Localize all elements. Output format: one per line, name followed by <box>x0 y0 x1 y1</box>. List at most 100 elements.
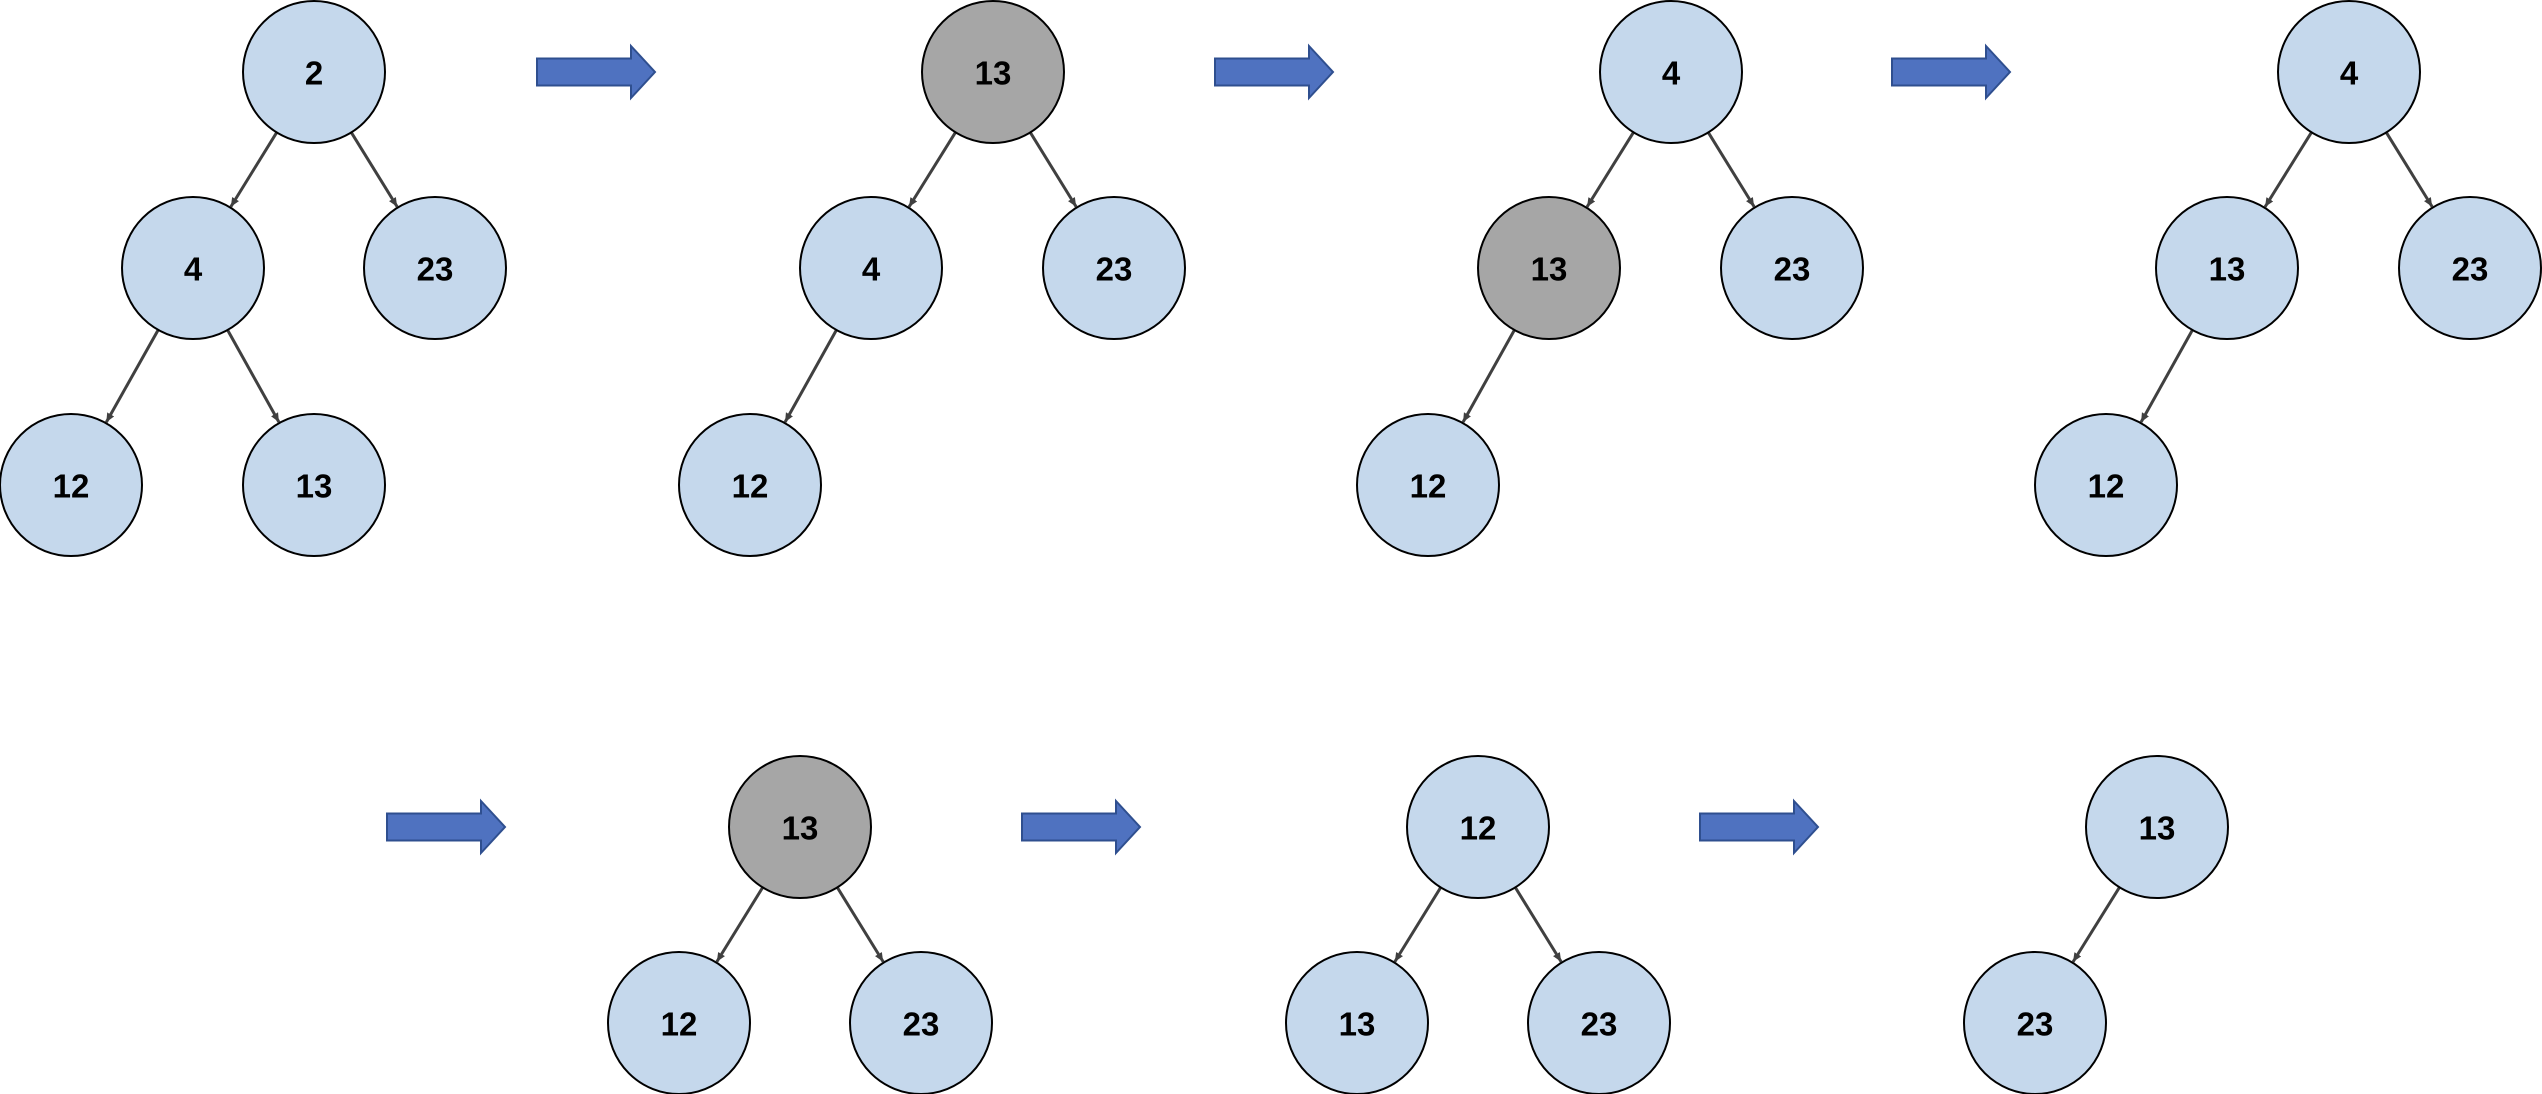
node-circle <box>799 196 943 340</box>
node-circle <box>1527 951 1671 1094</box>
step-arrow-3 <box>1891 43 2012 101</box>
node-circle <box>242 0 386 144</box>
step-arrow-5 <box>1021 798 1142 856</box>
node-label: 23 <box>1581 1006 1618 1043</box>
tree5-node-a: 13 <box>728 755 872 899</box>
tree7-node-b: 23 <box>1963 951 2107 1094</box>
tree5-node-b: 12 <box>607 951 751 1094</box>
node-label: 12 <box>2088 468 2125 505</box>
node-circle <box>1720 196 1864 340</box>
edge-tree6-a-b <box>1393 886 1442 963</box>
node-label: 12 <box>732 468 769 505</box>
edge-tree3-a-c <box>1707 131 1756 208</box>
node-circle <box>2085 755 2229 899</box>
node-label: 23 <box>2452 251 2489 288</box>
node-label: 23 <box>2017 1006 2054 1043</box>
node-circle <box>121 196 265 340</box>
node-circle <box>607 951 751 1094</box>
edge-tree2-a-b <box>907 131 957 208</box>
tree2-node-c: 23 <box>1042 196 1186 340</box>
edge-tree2-b-d <box>783 329 838 423</box>
tree4-node-b: 13 <box>2155 196 2299 340</box>
node-label: 23 <box>903 1006 940 1043</box>
edge-tree2-a-c <box>1029 131 1078 208</box>
tree4-node-c: 23 <box>2398 196 2542 340</box>
node-label: 4 <box>2340 55 2359 92</box>
node-label: 13 <box>2209 251 2246 288</box>
node-label: 13 <box>975 55 1012 92</box>
tree6-node-c: 23 <box>1527 951 1671 1094</box>
edge-tree4-a-c <box>2385 131 2434 208</box>
node-circle <box>2277 0 2421 144</box>
tree6-node-a: 12 <box>1406 755 1550 899</box>
node-circle <box>1599 0 1743 144</box>
edge-tree1-a-b <box>229 131 278 208</box>
step-arrow-6 <box>1699 798 1820 856</box>
node-circle <box>1356 413 1500 557</box>
tree7-node-a: 13 <box>2085 755 2229 899</box>
step-arrow-4 <box>386 798 507 856</box>
node-label: 13 <box>2139 810 2176 847</box>
tree6-node-b: 13 <box>1285 951 1429 1094</box>
edge-tree1-b-e <box>226 329 281 423</box>
edge-tree3-a-b <box>1585 131 1635 208</box>
node-circle <box>1042 196 1186 340</box>
edge-tree4-b-d <box>2139 329 2194 423</box>
edge-tree4-a-b <box>2263 131 2313 208</box>
tree4-node-a: 4 <box>2277 0 2421 144</box>
node-label: 13 <box>1531 251 1568 288</box>
tree3-node-c: 23 <box>1720 196 1864 340</box>
highlighted-node-circle <box>1477 196 1621 340</box>
node-label: 12 <box>1410 468 1447 505</box>
node-label: 23 <box>1774 251 1811 288</box>
edge-tree7-a-b <box>2071 886 2121 963</box>
node-label: 4 <box>184 251 203 288</box>
node-circle <box>363 196 507 340</box>
node-circle <box>1406 755 1550 899</box>
tree1-node-a: 2 <box>242 0 386 144</box>
node-label: 23 <box>1096 251 1133 288</box>
node-label: 4 <box>862 251 881 288</box>
node-label: 2 <box>305 55 323 92</box>
highlighted-node-circle <box>728 755 872 899</box>
tree3-node-a: 4 <box>1599 0 1743 144</box>
node-circle <box>2155 196 2299 340</box>
tree1-node-b: 4 <box>121 196 265 340</box>
highlighted-node-circle <box>921 0 1065 144</box>
edge-tree1-b-d <box>104 329 160 423</box>
node-label: 13 <box>1339 1006 1376 1043</box>
tree2-node-d: 12 <box>678 413 822 557</box>
node-circle <box>678 413 822 557</box>
node-label: 23 <box>417 251 454 288</box>
step-arrows-layer <box>386 43 2012 856</box>
edge-tree3-b-d <box>1461 329 1516 423</box>
tree4-node-d: 12 <box>2034 413 2178 557</box>
node-circle <box>242 413 386 557</box>
edge-tree6-a-c <box>1514 886 1563 963</box>
step-arrow-1 <box>536 43 657 101</box>
node-label: 12 <box>1460 810 1497 847</box>
tree1-node-e: 13 <box>242 413 386 557</box>
node-label: 12 <box>661 1006 698 1043</box>
node-circle <box>2034 413 2178 557</box>
tree3-node-d: 12 <box>1356 413 1500 557</box>
tree3-node-b: 13 <box>1477 196 1621 340</box>
node-circle <box>1285 951 1429 1094</box>
edge-tree5-a-b <box>715 886 764 963</box>
edge-tree5-a-c <box>836 886 885 963</box>
edge-tree1-a-c <box>350 131 399 208</box>
edges-layer <box>104 131 2434 963</box>
tree5-node-c: 23 <box>849 951 993 1094</box>
node-circle <box>0 413 143 557</box>
tree1-node-c: 23 <box>363 196 507 340</box>
tree1-node-d: 12 <box>0 413 143 557</box>
node-label: 13 <box>782 810 819 847</box>
node-label: 4 <box>1662 55 1681 92</box>
node-label: 12 <box>53 468 90 505</box>
step-arrow-2 <box>1214 43 1335 101</box>
tree2-node-b: 4 <box>799 196 943 340</box>
node-circle <box>849 951 993 1094</box>
node-label: 13 <box>296 468 333 505</box>
